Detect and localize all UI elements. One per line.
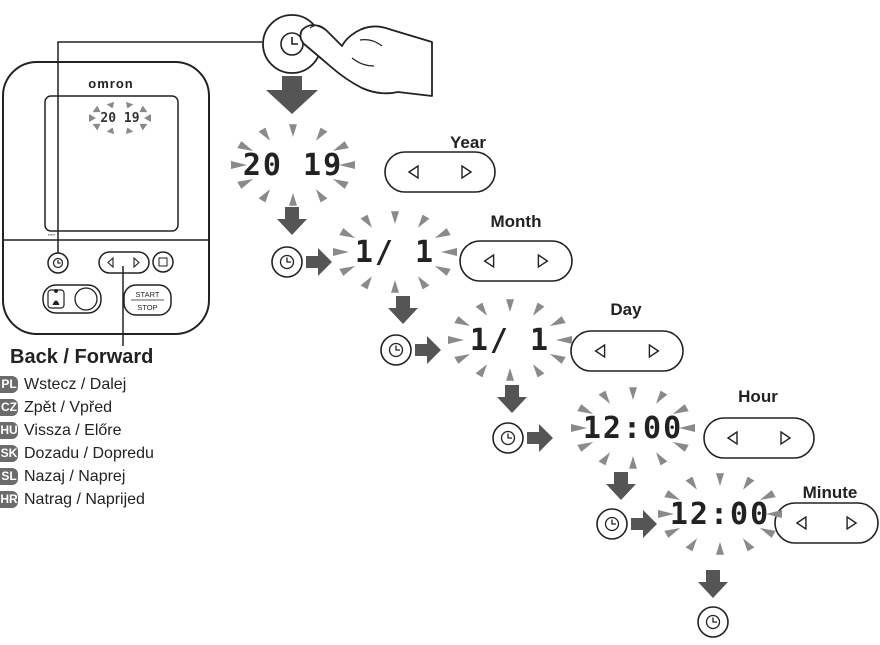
device-screen bbox=[44, 95, 179, 232]
step-year: Year 20 19 bbox=[231, 124, 496, 235]
callout-line bbox=[57, 41, 262, 253]
clock-button[interactable] bbox=[380, 334, 412, 366]
lcd-display: 1/ 1 bbox=[355, 235, 435, 270]
legend-row: PL Wstecz / Dalej bbox=[0, 373, 154, 396]
lcd-display: 20 19 bbox=[243, 148, 343, 183]
blink-rays bbox=[89, 101, 151, 135]
step-month: Month 1/ 1 bbox=[271, 211, 573, 324]
triangle-right-icon bbox=[461, 164, 473, 180]
back-forward-button[interactable] bbox=[570, 330, 684, 372]
step-label: Minute bbox=[803, 483, 858, 502]
clock-icon bbox=[500, 430, 516, 446]
legend-text: Vissza / Előre bbox=[24, 421, 122, 439]
lcd-display: 12:00 bbox=[583, 411, 683, 446]
back-forward-button[interactable] bbox=[774, 502, 879, 544]
arrow-icon bbox=[698, 570, 728, 598]
legend-text: Zpět / Vpřed bbox=[24, 398, 113, 416]
device-screen-blink bbox=[89, 101, 151, 135]
legend-row: SL Nazaj / Naprej bbox=[0, 465, 154, 488]
triangle-right-icon bbox=[846, 515, 858, 531]
svg-text:▪▪▪▪▪: ▪▪▪▪▪ bbox=[48, 232, 56, 237]
legend-row: HR Natrag / Naprijed bbox=[0, 488, 154, 511]
triangle-right-icon bbox=[780, 430, 792, 446]
clock-icon bbox=[604, 516, 620, 532]
legend-text: Wstecz / Dalej bbox=[24, 375, 127, 393]
blood-pressure-monitor: omron 20 19 ▪▪▪▪▪ bbox=[2, 61, 210, 335]
triangle-left-icon bbox=[594, 343, 606, 359]
legend-row: HU Vissza / Előre bbox=[0, 419, 154, 442]
device-back-forward-button[interactable] bbox=[98, 251, 150, 274]
triangle-left-icon bbox=[483, 253, 495, 269]
step-day: Day 1/ 1 bbox=[380, 299, 684, 413]
svg-text:START: START bbox=[136, 290, 160, 299]
clock-icon bbox=[279, 254, 295, 270]
arrow-icon bbox=[277, 207, 307, 235]
arrow-icon bbox=[497, 385, 527, 413]
arrow-icon bbox=[527, 424, 553, 452]
svg-text:STOP: STOP bbox=[137, 303, 157, 312]
arrow-icon bbox=[415, 336, 441, 364]
triangle-left-icon bbox=[726, 430, 738, 446]
triangle-left-icon bbox=[107, 256, 114, 269]
language-badge: HR bbox=[0, 491, 18, 508]
blink-rays bbox=[231, 124, 355, 206]
brand-logo: omron bbox=[88, 76, 133, 91]
step-hour: Hour 12:00 bbox=[492, 387, 815, 500]
language-badge: PL bbox=[0, 376, 18, 393]
clock-button[interactable] bbox=[271, 246, 303, 278]
language-badge: SL bbox=[0, 468, 18, 485]
step-label: Month bbox=[491, 212, 542, 231]
back-forward-button[interactable] bbox=[384, 151, 496, 193]
clock-button[interactable] bbox=[492, 422, 524, 454]
device-screen-year: 20 19 bbox=[100, 111, 139, 126]
device-start-stop-button[interactable]: START STOP bbox=[123, 284, 172, 316]
language-badge: CZ bbox=[0, 399, 18, 416]
triangle-right-icon bbox=[537, 253, 549, 269]
arrow-icon bbox=[388, 296, 418, 324]
arrow-icon bbox=[306, 248, 332, 276]
blink-rays bbox=[571, 387, 695, 469]
clock-icon bbox=[52, 257, 64, 269]
device-clock-button[interactable] bbox=[47, 252, 69, 274]
step-label: Year bbox=[450, 133, 486, 152]
clock-icon bbox=[705, 614, 721, 630]
step-label: Day bbox=[610, 300, 642, 319]
legend-title: Back / Forward bbox=[10, 346, 154, 368]
clock-icon bbox=[388, 342, 404, 358]
triangle-left-icon bbox=[407, 164, 419, 180]
hand-pointer-icon bbox=[299, 24, 433, 97]
triangle-left-icon bbox=[795, 515, 807, 531]
legend-row: SK Dozadu / Dopredu bbox=[0, 442, 154, 465]
device-memory-button[interactable] bbox=[152, 251, 174, 273]
legend-text: Nazaj / Naprej bbox=[24, 467, 126, 485]
clock-button[interactable] bbox=[596, 508, 628, 540]
arrow-icon bbox=[266, 76, 318, 114]
triangle-right-icon bbox=[133, 256, 140, 269]
arrow-icon bbox=[631, 510, 657, 538]
legend-text: Dozadu / Dopredu bbox=[24, 444, 154, 462]
step-minute: Minute 12:00 bbox=[596, 473, 879, 598]
blink-rays bbox=[658, 473, 782, 555]
back-forward-button[interactable] bbox=[703, 417, 815, 459]
clock-button[interactable] bbox=[697, 606, 729, 638]
blink-rays bbox=[333, 211, 457, 293]
user-icon bbox=[52, 289, 60, 305]
memory-icon bbox=[158, 257, 168, 267]
language-badge: SK bbox=[0, 445, 18, 462]
blink-rays bbox=[448, 299, 572, 381]
lcd-display: 12:00 bbox=[670, 497, 770, 532]
arrow-icon bbox=[606, 472, 636, 500]
legend-text: Natrag / Naprijed bbox=[24, 490, 145, 508]
step-label: Hour bbox=[738, 387, 778, 406]
back-forward-button[interactable] bbox=[459, 240, 573, 282]
legend-row: CZ Zpět / Vpřed bbox=[0, 396, 154, 419]
device-user-button[interactable] bbox=[42, 284, 102, 314]
lcd-display: 1/ 1 bbox=[470, 323, 550, 358]
triangle-right-icon bbox=[648, 343, 660, 359]
language-badge: HU bbox=[0, 422, 18, 439]
